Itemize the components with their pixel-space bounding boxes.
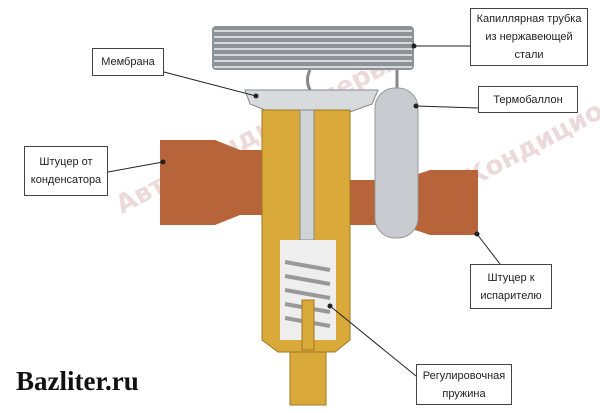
capillary-coil <box>212 26 414 91</box>
label-membrane: Мембрана <box>92 48 164 76</box>
inlet-pipe <box>160 140 275 225</box>
sensing-bulb <box>374 87 419 239</box>
label-bulb: Термобаллон <box>478 86 578 113</box>
label-capillary-tube: Капиллярная трубка из нержавеющей стали <box>470 8 588 66</box>
diaphragm <box>244 89 379 113</box>
label-adjusting-spring: Регулировочная пружина <box>416 364 512 405</box>
label-inlet-fitting: Штуцер от конденсатора <box>24 146 108 196</box>
brand-logo: Bazliter.ru <box>16 366 139 396</box>
valve-stem <box>299 109 315 241</box>
adjusting-nipple <box>289 351 327 406</box>
leader-lines <box>107 43 501 377</box>
label-outlet-fitting: Штуцер к испарителю <box>470 264 552 309</box>
